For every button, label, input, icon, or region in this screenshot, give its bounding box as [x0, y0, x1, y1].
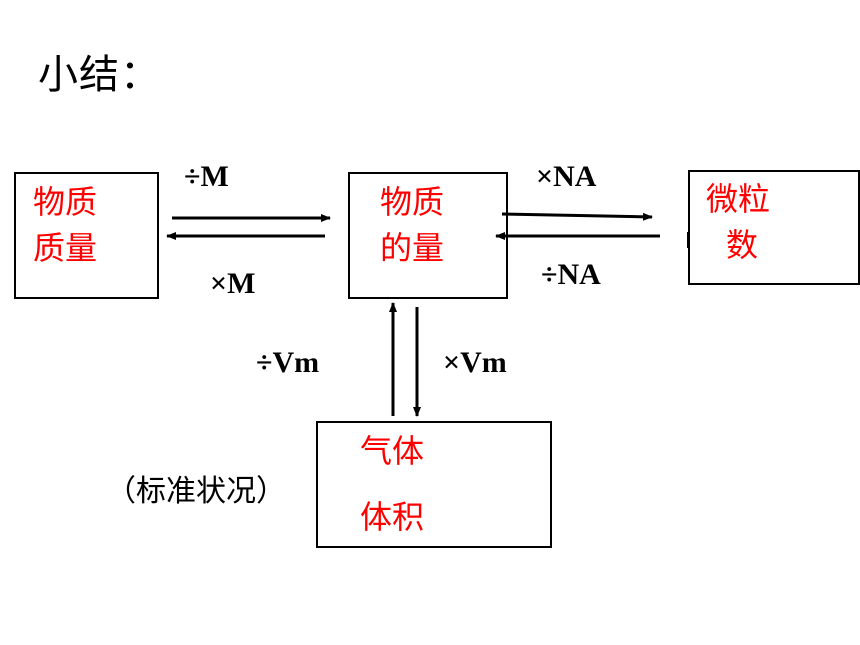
node-particles-line2: 数 [726, 226, 759, 264]
node-mass-line2: 质量 [33, 229, 98, 267]
standard-conditions-note: （标准状况） [106, 474, 286, 509]
node-particles-line1: 微粒 [706, 180, 771, 218]
node-box-gas-volume [316, 421, 552, 548]
label-times-na: ×NA [536, 160, 597, 193]
node-moles-line1: 物质 [380, 183, 445, 221]
node-box-mass [14, 172, 159, 299]
arrow-moles-to-particles [501, 212, 653, 221]
label-divide-na: ÷NA [541, 258, 601, 291]
page-title: 小结： [38, 52, 161, 98]
label-times-m: ×M [210, 267, 256, 300]
label-divide-vm: ÷Vm [256, 346, 320, 379]
label-times-vm: ×Vm [443, 346, 507, 379]
node-gas-volume-line1: 气体 [360, 432, 425, 470]
label-divide-m: ÷M [184, 160, 229, 193]
node-box-moles [348, 172, 508, 299]
node-mass-line1: 物质 [33, 183, 98, 221]
node-moles-line2: 的量 [380, 229, 445, 267]
node-gas-volume-line2: 体积 [360, 498, 425, 536]
node-box-particles [688, 170, 860, 285]
